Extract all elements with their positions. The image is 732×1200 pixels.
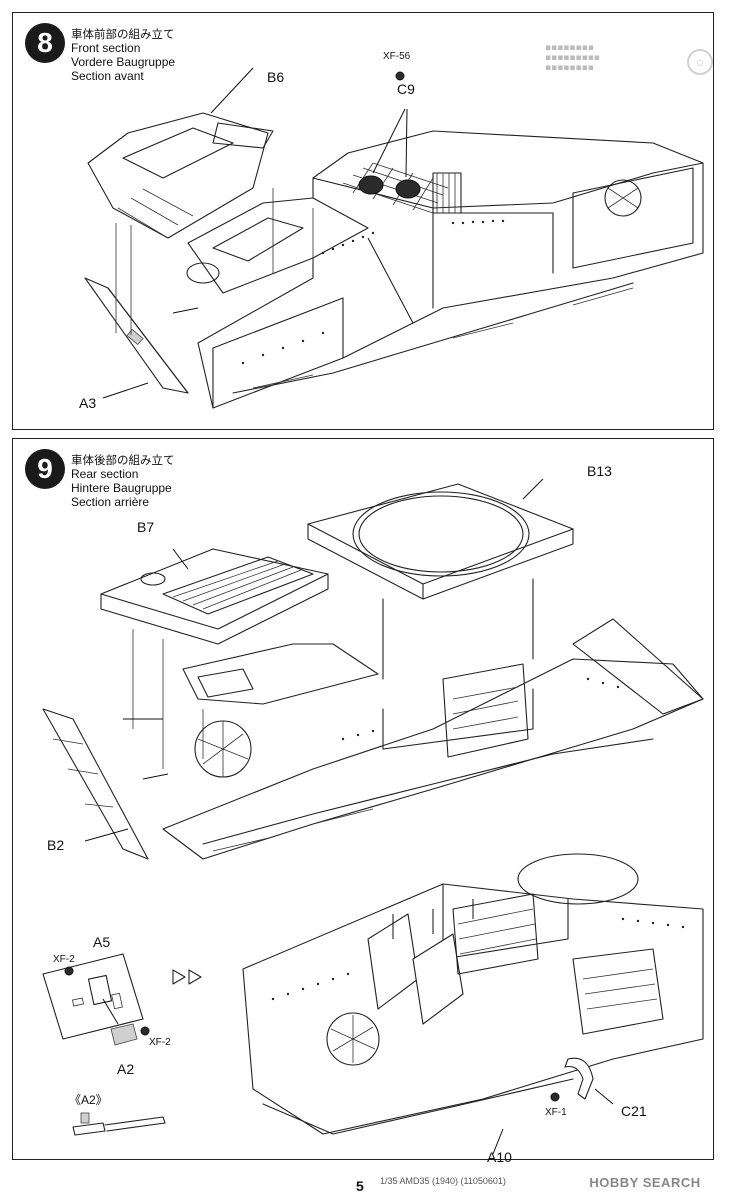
part-b2-label: B2 [47, 837, 65, 853]
step-9-title-en: Rear section [71, 467, 139, 481]
part-a3-label: A3 [79, 395, 97, 411]
step-8-title-de: Vordere Baugruppe [71, 55, 176, 69]
page-number: 5 [356, 1178, 364, 1194]
step-8-title-jp: 車体前部の組み立て [71, 27, 175, 41]
step-9-panel: 9 車体後部の組み立て Rear section Hintere Baugrup… [12, 438, 714, 1165]
xf2-paint-label-top: XF-2 [53, 954, 75, 965]
step-9-badge: 9 [25, 449, 65, 489]
part-a2-label: A2 [117, 1061, 135, 1077]
bleed-through-step-icon: ○ [687, 49, 713, 75]
step-8-panel: 8 車体前部の組み立て Front section Vordere Baugru… [12, 12, 714, 430]
part-b7-label: B7 [137, 519, 155, 535]
footer-code: 1/35 AMD35 (1940) (11050601) [380, 1176, 506, 1186]
part-a2-detail-label: 《A2》 [69, 1093, 108, 1107]
step-8-title-en: Front section [71, 41, 141, 55]
xf1-paint-label: XF-1 [545, 1107, 567, 1118]
part-b6-label: B6 [267, 69, 285, 85]
step-9-titles: 車体後部の組み立て Rear section Hintere Baugruppe… [71, 453, 175, 509]
bleed-through-text: ▪▪▪▪▪▪▪▪▪▪▪▪▪▪▪▪▪▪▪▪▪▪▪▪▪ [545, 43, 600, 73]
hobby-search-watermark: HOBBY SEARCH [589, 1174, 701, 1190]
rear-section-assembly-drawing [42, 478, 704, 1155]
step-8-badge: 8 [25, 23, 65, 63]
part-a10-label: A10 [487, 1149, 512, 1165]
front-section-assembly-drawing [84, 67, 704, 409]
part-b13-label: B13 [587, 463, 612, 479]
part-a5-label: A5 [93, 934, 111, 950]
part-c9-label: C9 [397, 81, 415, 97]
part-c21-label: C21 [621, 1103, 647, 1119]
step-9-title-jp: 車体後部の組み立て [71, 453, 175, 467]
step-9-title-de: Hintere Baugruppe [71, 481, 172, 495]
step-9-title-fr: Section arrière [71, 495, 150, 509]
step-8-title-fr: Section avant [71, 69, 144, 83]
xf2-paint-label-bottom: XF-2 [149, 1037, 171, 1048]
xf56-paint-label: XF-56 [383, 51, 411, 62]
step-8-titles: 車体前部の組み立て Front section Vordere Baugrupp… [71, 27, 175, 83]
